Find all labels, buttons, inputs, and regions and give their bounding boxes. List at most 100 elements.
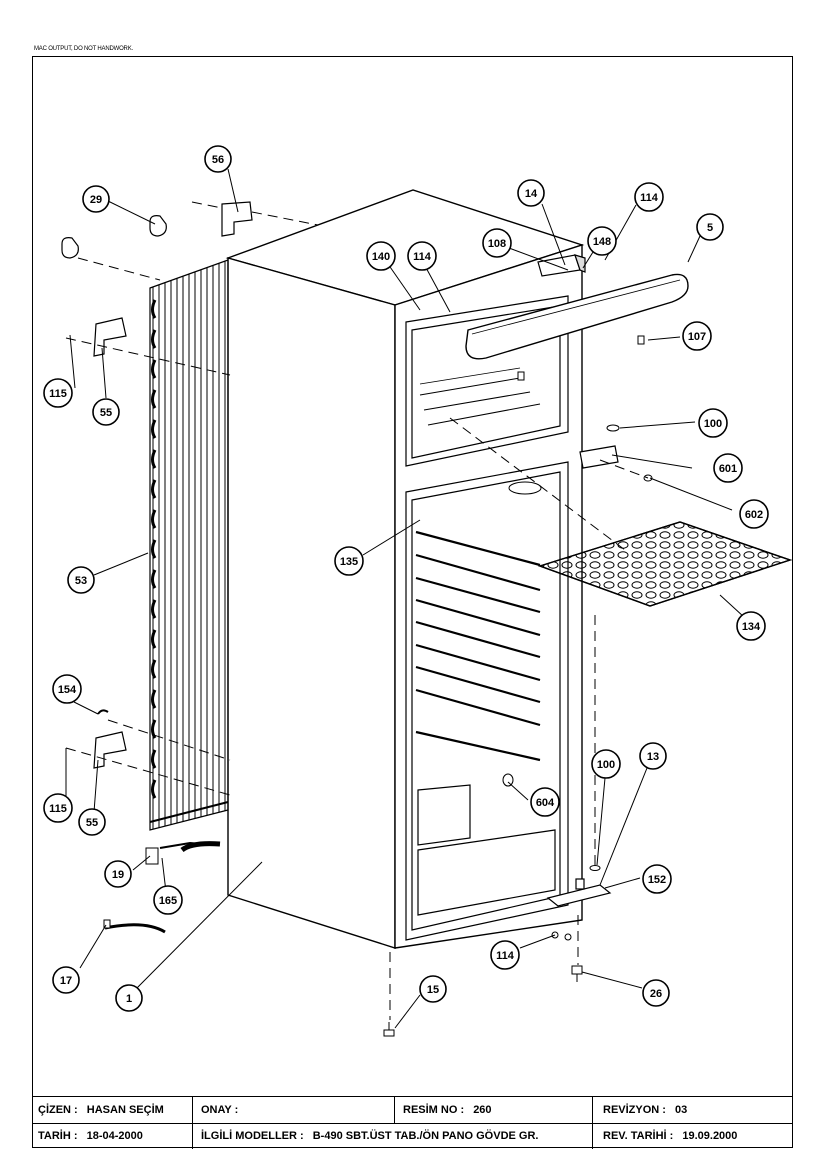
callout-1-label: 1 (126, 993, 132, 1005)
callout-140-label: 140 (372, 251, 390, 263)
rev-date-cell: REV. TARİHİ : 19.09.2000 (597, 1123, 793, 1149)
callout-148: 148 (587, 226, 617, 256)
callout-100-top-label: 100 (704, 418, 722, 430)
title-block-divider-3 (592, 1097, 593, 1149)
revision-value: 03 (675, 1104, 688, 1116)
callout-55-bottom-label: 55 (86, 817, 98, 829)
drawer-cell: ÇİZEN : HASAN SEÇİM (32, 1097, 187, 1123)
callout-114-mid-label: 114 (413, 251, 432, 263)
callout-100-bottom-label: 100 (597, 759, 615, 771)
callout-107-label: 107 (688, 331, 706, 343)
callout-165-label: 165 (159, 895, 177, 907)
callout-135: 135 (334, 546, 364, 576)
date-cell: TARİH : 18-04-2000 (32, 1123, 192, 1149)
title-block-divider-2 (394, 1097, 395, 1123)
top-hinge (537, 254, 586, 277)
freezer-shelf-grid (537, 521, 793, 607)
door-handle (465, 273, 689, 360)
callout-13: 13 (639, 742, 667, 770)
callout-604: 604 (530, 787, 560, 817)
callout-15-label: 15 (427, 984, 439, 996)
callout-134: 134 (736, 611, 766, 641)
callout-26-label: 26 (650, 988, 662, 1000)
middle-hinge-601 (579, 445, 619, 469)
callout-115-bottom: 115 (43, 793, 73, 823)
callout-56-label: 56 (212, 154, 224, 166)
callout-114-bottom: 114 (490, 940, 520, 970)
leader-lines (65, 168, 745, 1029)
revision-cell: REVİZYON : 03 (597, 1097, 793, 1123)
title-block: ÇİZEN : HASAN SEÇİM ONAY : RESİM NO : 26… (32, 1096, 793, 1149)
callout-19-label: 19 (112, 869, 124, 881)
callout-115-top: 115 (43, 378, 73, 408)
callout-56: 56 (204, 145, 232, 173)
rev-date-label: REV. TARİHİ : (603, 1130, 674, 1142)
drawing-frame (32, 56, 793, 1148)
callout-1: 1 (115, 984, 143, 1012)
callout-19: 19 (104, 860, 132, 888)
callout-114-top-label: 114 (640, 192, 659, 204)
callout-26: 26 (642, 979, 670, 1007)
crisper-box (417, 784, 556, 916)
header-note: MAC OUTPUT, DO NOT HANDWORK. (34, 46, 133, 52)
drawing-no-label: RESİM NO : (403, 1104, 465, 1116)
models-value: B-490 SBT.ÜST TAB./ÖN PANO GÖVDE GR. (312, 1130, 539, 1142)
callout-29-label: 29 (90, 194, 102, 206)
callout-601-label: 601 (719, 463, 737, 475)
callout-14: 14 (517, 179, 545, 207)
callout-154: 154 (52, 674, 82, 704)
callout-602: 602 (739, 499, 769, 529)
callout-100-bottom: 100 (591, 749, 621, 779)
callout-152: 152 (642, 864, 672, 894)
freezer-compartment (405, 295, 569, 467)
callout-5-label: 5 (707, 222, 713, 234)
approval-cell: ONAY : (195, 1097, 395, 1123)
callout-53-label: 53 (75, 575, 87, 587)
drawing-no-cell: RESİM NO : 260 (397, 1097, 587, 1123)
models-cell: İLGİLİ MODELLER : B-490 SBT.ÜST TAB./ÖN … (195, 1123, 595, 1149)
callout-114-top: 114 (634, 182, 664, 212)
callout-107: 107 (682, 321, 712, 351)
fridge-shelf-rails (415, 530, 541, 762)
rev-date-value: 19.09.2000 (682, 1130, 738, 1142)
castor-29 (61, 215, 167, 259)
revision-label: REVİZYON : (603, 1104, 666, 1116)
callout-100-top: 100 (698, 408, 728, 438)
callout-15: 15 (419, 975, 447, 1003)
callout-55-top-label: 55 (100, 407, 112, 419)
title-block-divider-1 (192, 1097, 193, 1149)
callout-17: 17 (52, 966, 80, 994)
callout-135-label: 135 (340, 556, 358, 568)
callout-604-label: 604 (536, 797, 555, 809)
callout-134-label: 134 (742, 621, 761, 633)
approval-label: ONAY : (201, 1104, 239, 1116)
small-parts (97, 335, 653, 1037)
callout-114-mid: 114 (407, 241, 437, 271)
callout-115-bottom-label: 115 (49, 803, 67, 815)
bottom-hinge-152 (546, 878, 612, 907)
bracket-56 (221, 201, 253, 237)
date-label: TARİH : (38, 1130, 78, 1142)
callout-29: 29 (82, 185, 110, 213)
callout-602-label: 602 (745, 509, 763, 521)
title-block-row-1: ÇİZEN : HASAN SEÇİM ONAY : RESİM NO : 26… (32, 1097, 793, 1124)
callout-152-label: 152 (648, 874, 666, 886)
callout-108: 108 (482, 228, 512, 258)
assembly-lines (65, 201, 649, 1020)
date-value: 18-04-2000 (86, 1130, 143, 1142)
callout-108-label: 108 (488, 238, 506, 250)
callout-17-label: 17 (60, 975, 72, 987)
drawer-name: HASAN SEÇİM (86, 1104, 164, 1116)
callout-5: 5 (696, 213, 724, 241)
title-block-row-2: TARİH : 18-04-2000 İLGİLİ MODELLER : B-4… (32, 1123, 793, 1149)
callout-53: 53 (67, 566, 95, 594)
callout-148-label: 148 (593, 236, 611, 248)
drawer-label: ÇİZEN : (38, 1104, 78, 1116)
callout-55-top: 55 (92, 398, 120, 426)
callout-14-label: 14 (525, 188, 538, 200)
callout-601: 601 (713, 453, 743, 483)
callout-114-bottom-label: 114 (496, 950, 515, 962)
condenser-coil (149, 259, 229, 831)
callout-165: 165 (153, 885, 183, 915)
